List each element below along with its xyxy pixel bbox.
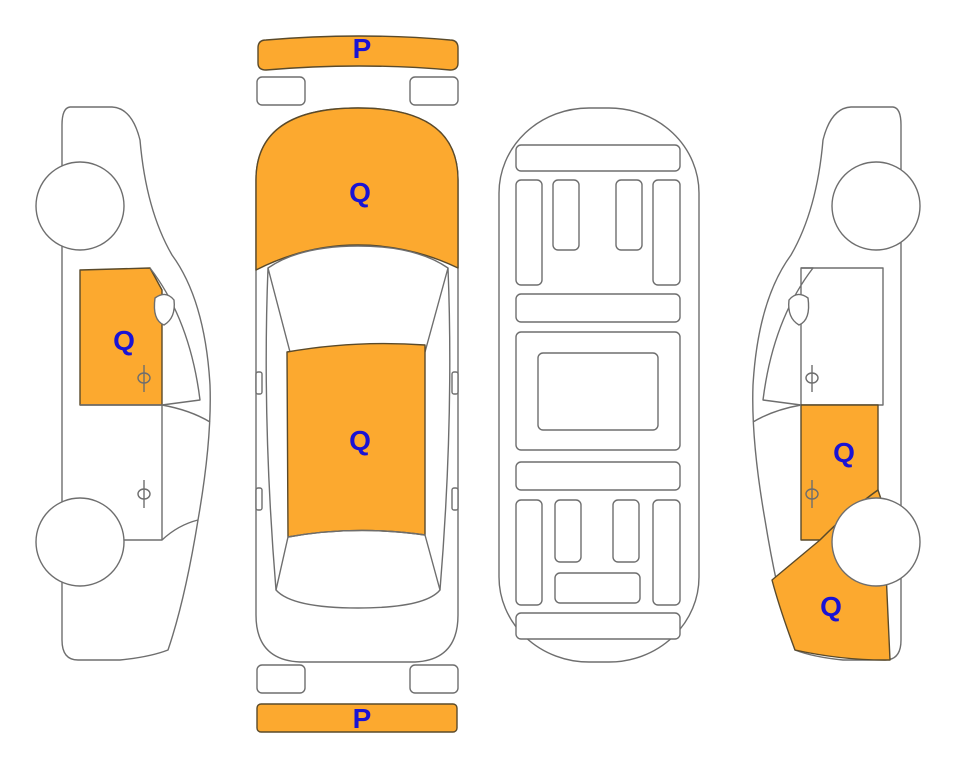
left-side-view: Q xyxy=(35,106,211,661)
right-rear-door-handle xyxy=(805,480,819,508)
underside-panel xyxy=(554,572,641,604)
rear-bumper[interactable] xyxy=(256,703,458,733)
underside-panel xyxy=(515,144,681,172)
left-front-door-handle xyxy=(137,365,151,392)
front-left-light xyxy=(256,76,306,106)
top-view: P Q Q P xyxy=(255,33,459,734)
front-right-light xyxy=(409,76,459,106)
left-mirror xyxy=(153,293,175,326)
left-rear-door-handle xyxy=(137,480,151,508)
underside-panel xyxy=(515,499,543,606)
underside-panel xyxy=(652,179,681,286)
left-rear-wheel xyxy=(35,497,125,587)
underside-view xyxy=(498,107,700,663)
marker-rear-bumper: P xyxy=(353,703,372,734)
underside-center-panel xyxy=(537,352,659,431)
right-rear-wheel xyxy=(831,497,921,587)
left-mirror-top xyxy=(255,371,263,395)
rear-window-outline xyxy=(275,529,441,609)
left-window-line xyxy=(149,267,201,406)
right-side-view: Q Q xyxy=(752,106,921,661)
left-handle-top xyxy=(255,487,263,511)
front-bumper[interactable] xyxy=(257,35,459,71)
marker-front-bumper: P xyxy=(353,33,372,64)
underside-panel xyxy=(515,461,681,491)
marker-right-rear-door: Q xyxy=(833,437,855,468)
underside-panel xyxy=(615,179,643,251)
marker-roof: Q xyxy=(349,425,371,456)
left-front-door-panel[interactable] xyxy=(79,267,163,406)
rear-left-light xyxy=(256,664,306,694)
right-mirror xyxy=(788,293,810,326)
underside-panel xyxy=(652,499,681,606)
underside-panel xyxy=(515,293,681,323)
underside-panel xyxy=(515,612,681,640)
marker-right-rear-quarter: Q xyxy=(820,591,842,622)
underside-panel xyxy=(552,179,580,251)
right-pillar-line xyxy=(752,404,802,423)
marker-left-front-door: Q xyxy=(113,325,135,356)
windshield-outline xyxy=(267,245,449,353)
right-window-line xyxy=(762,267,814,406)
right-handle-top xyxy=(451,487,459,511)
right-mirror-top xyxy=(451,371,459,395)
right-front-door-handle xyxy=(805,365,819,392)
marker-hood: Q xyxy=(349,177,371,208)
underside-panel xyxy=(612,499,640,563)
left-side-line xyxy=(265,267,451,591)
left-pillar-line xyxy=(161,404,211,541)
left-front-wheel xyxy=(35,161,125,251)
rear-right-light xyxy=(409,664,459,694)
underside-panel xyxy=(554,499,582,563)
right-front-wheel xyxy=(831,161,921,251)
underside-panel xyxy=(515,179,543,286)
